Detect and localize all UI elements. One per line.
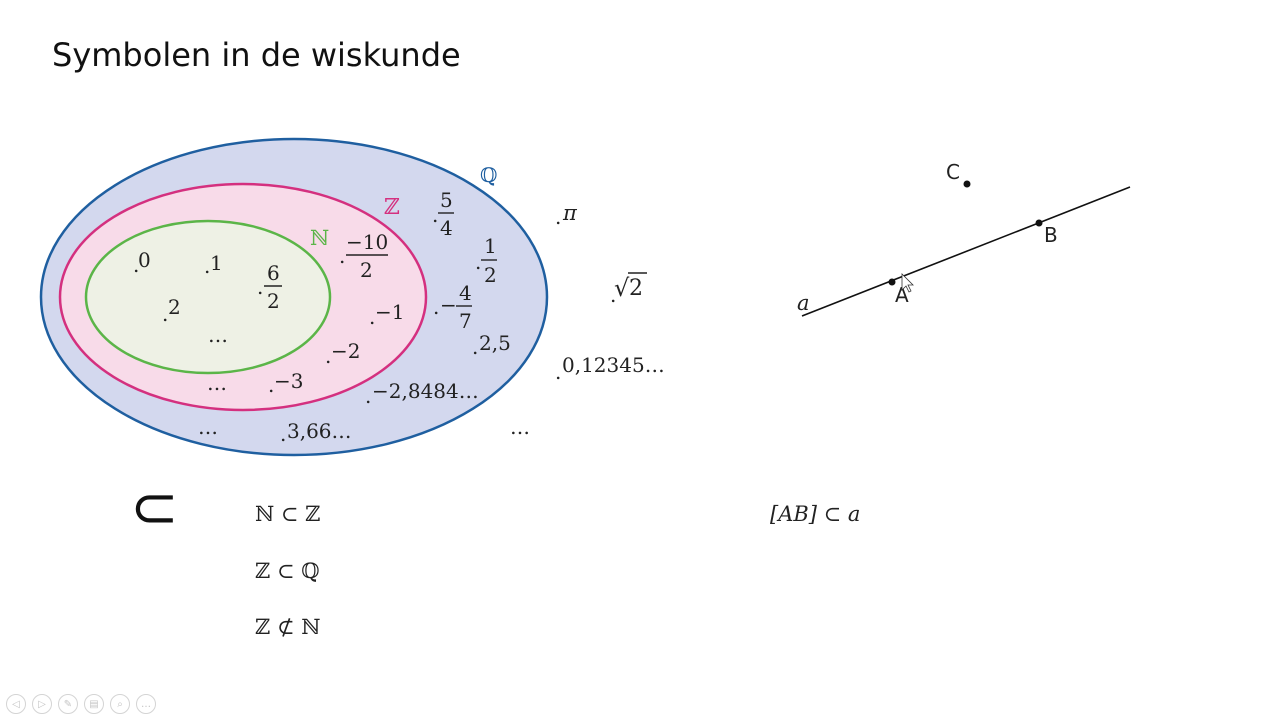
n-element-0-value: 0	[138, 248, 151, 272]
slide-title: Symbolen in de wiskunde	[52, 36, 461, 74]
prev-slide-icon[interactable]: ◁	[6, 694, 26, 714]
z-element-dots: …	[207, 371, 227, 395]
q-element-negfour-sign: −	[440, 293, 457, 317]
q-element-half-dot: .	[475, 250, 481, 274]
point-c-dot	[963, 180, 971, 188]
point-b-label: B	[1044, 223, 1058, 247]
q-element-half-den: 2	[484, 263, 497, 287]
point-b-dot	[1035, 219, 1043, 227]
q-element-twofive-dot: .	[472, 335, 478, 359]
q-element-repeating-value: −2,8484…	[372, 379, 479, 403]
n-element-0: .	[133, 253, 139, 277]
z-element-neg10-den: 2	[360, 258, 373, 282]
number-sets-venn-diagram: ℚ ℤ ℕ . 0 . 1 . 2 . 6 2 … . −10 2 . −1 .…	[39, 137, 665, 457]
outside-pi-value: π	[562, 201, 578, 225]
point-a-dot	[888, 278, 896, 286]
line-points-figure: a A B C	[797, 160, 1131, 317]
q-element-three66-dot: .	[280, 422, 286, 446]
relation-z-subset-q: ℤ ⊂ ℚ	[255, 559, 320, 583]
n-element-six-num: 6	[267, 261, 280, 285]
outside-sqrt-radical: √	[614, 274, 630, 302]
z-element-neg3-value: −3	[274, 369, 303, 393]
q-element-five-dot: .	[432, 203, 438, 227]
q-element-negfour-num: 4	[459, 281, 472, 305]
q-element-dots: …	[198, 415, 218, 439]
point-c-label: C	[946, 160, 960, 184]
set-n-ellipse	[84, 219, 332, 375]
pen-icon[interactable]: ✎	[58, 694, 78, 714]
n-element-dots: …	[208, 323, 228, 347]
q-element-repeating-dot: .	[365, 384, 371, 408]
line-a	[801, 186, 1131, 317]
outside-pi-dot: .	[555, 205, 561, 229]
q-element-twofive-value: 2,5	[479, 331, 511, 355]
z-element-neg2-value: −2	[331, 339, 360, 363]
q-element-five-den: 4	[440, 216, 453, 240]
q-element-half-num: 1	[484, 234, 497, 258]
z-element-neg1-value: −1	[375, 300, 404, 324]
n-element-1-value: 1	[210, 251, 223, 275]
n-element-2-dot: .	[162, 302, 168, 326]
q-element-negfour-dot: .	[433, 295, 439, 319]
presentation-toolbar: ◁ ▷ ✎ ▤ ⌕ …	[6, 694, 156, 714]
z-element-neg3-dot: .	[268, 373, 274, 397]
outside-sqrt-value: 2	[629, 276, 643, 301]
more-icon[interactable]: …	[136, 694, 156, 714]
z-element-neg10-num: −10	[346, 230, 388, 254]
q-element-negfour-den: 7	[459, 309, 472, 333]
subset-symbol: ⊂	[130, 473, 179, 541]
point-a-label: A	[895, 283, 909, 307]
z-element-neg2-dot: .	[325, 344, 331, 368]
line-a-label: a	[797, 291, 810, 315]
n-element-six-dot: .	[257, 275, 263, 299]
outside-decimal-dot: .	[555, 360, 561, 384]
set-q-label: ℚ	[480, 163, 497, 187]
outside-decimal-value: 0,12345…	[562, 353, 665, 377]
n-element-six-den: 2	[267, 289, 280, 313]
zoom-icon[interactable]: ⌕	[110, 694, 130, 714]
n-element-2-value: 2	[168, 295, 181, 319]
set-n-label: ℕ	[310, 226, 329, 250]
outside-sqrt-dot: .	[610, 283, 616, 307]
z-element-neg10-dot: .	[339, 244, 345, 268]
outside-dots: …	[510, 415, 530, 439]
q-element-five-num: 5	[440, 188, 453, 212]
n-element-1-dot: .	[204, 254, 210, 278]
relation-segment-subset-line: [AB] ⊂ a	[770, 502, 861, 526]
z-element-neg1-dot: .	[369, 305, 375, 329]
mouse-cursor-icon	[901, 273, 914, 293]
relation-n-subset-z: ℕ ⊂ ℤ	[255, 502, 321, 526]
slides-icon[interactable]: ▤	[84, 694, 104, 714]
q-element-three66-value: 3,66…	[287, 419, 352, 443]
next-slide-icon[interactable]: ▷	[32, 694, 52, 714]
relation-z-not-subset-n: ℤ ⊄ ℕ	[255, 615, 321, 639]
set-z-label: ℤ	[384, 195, 400, 220]
